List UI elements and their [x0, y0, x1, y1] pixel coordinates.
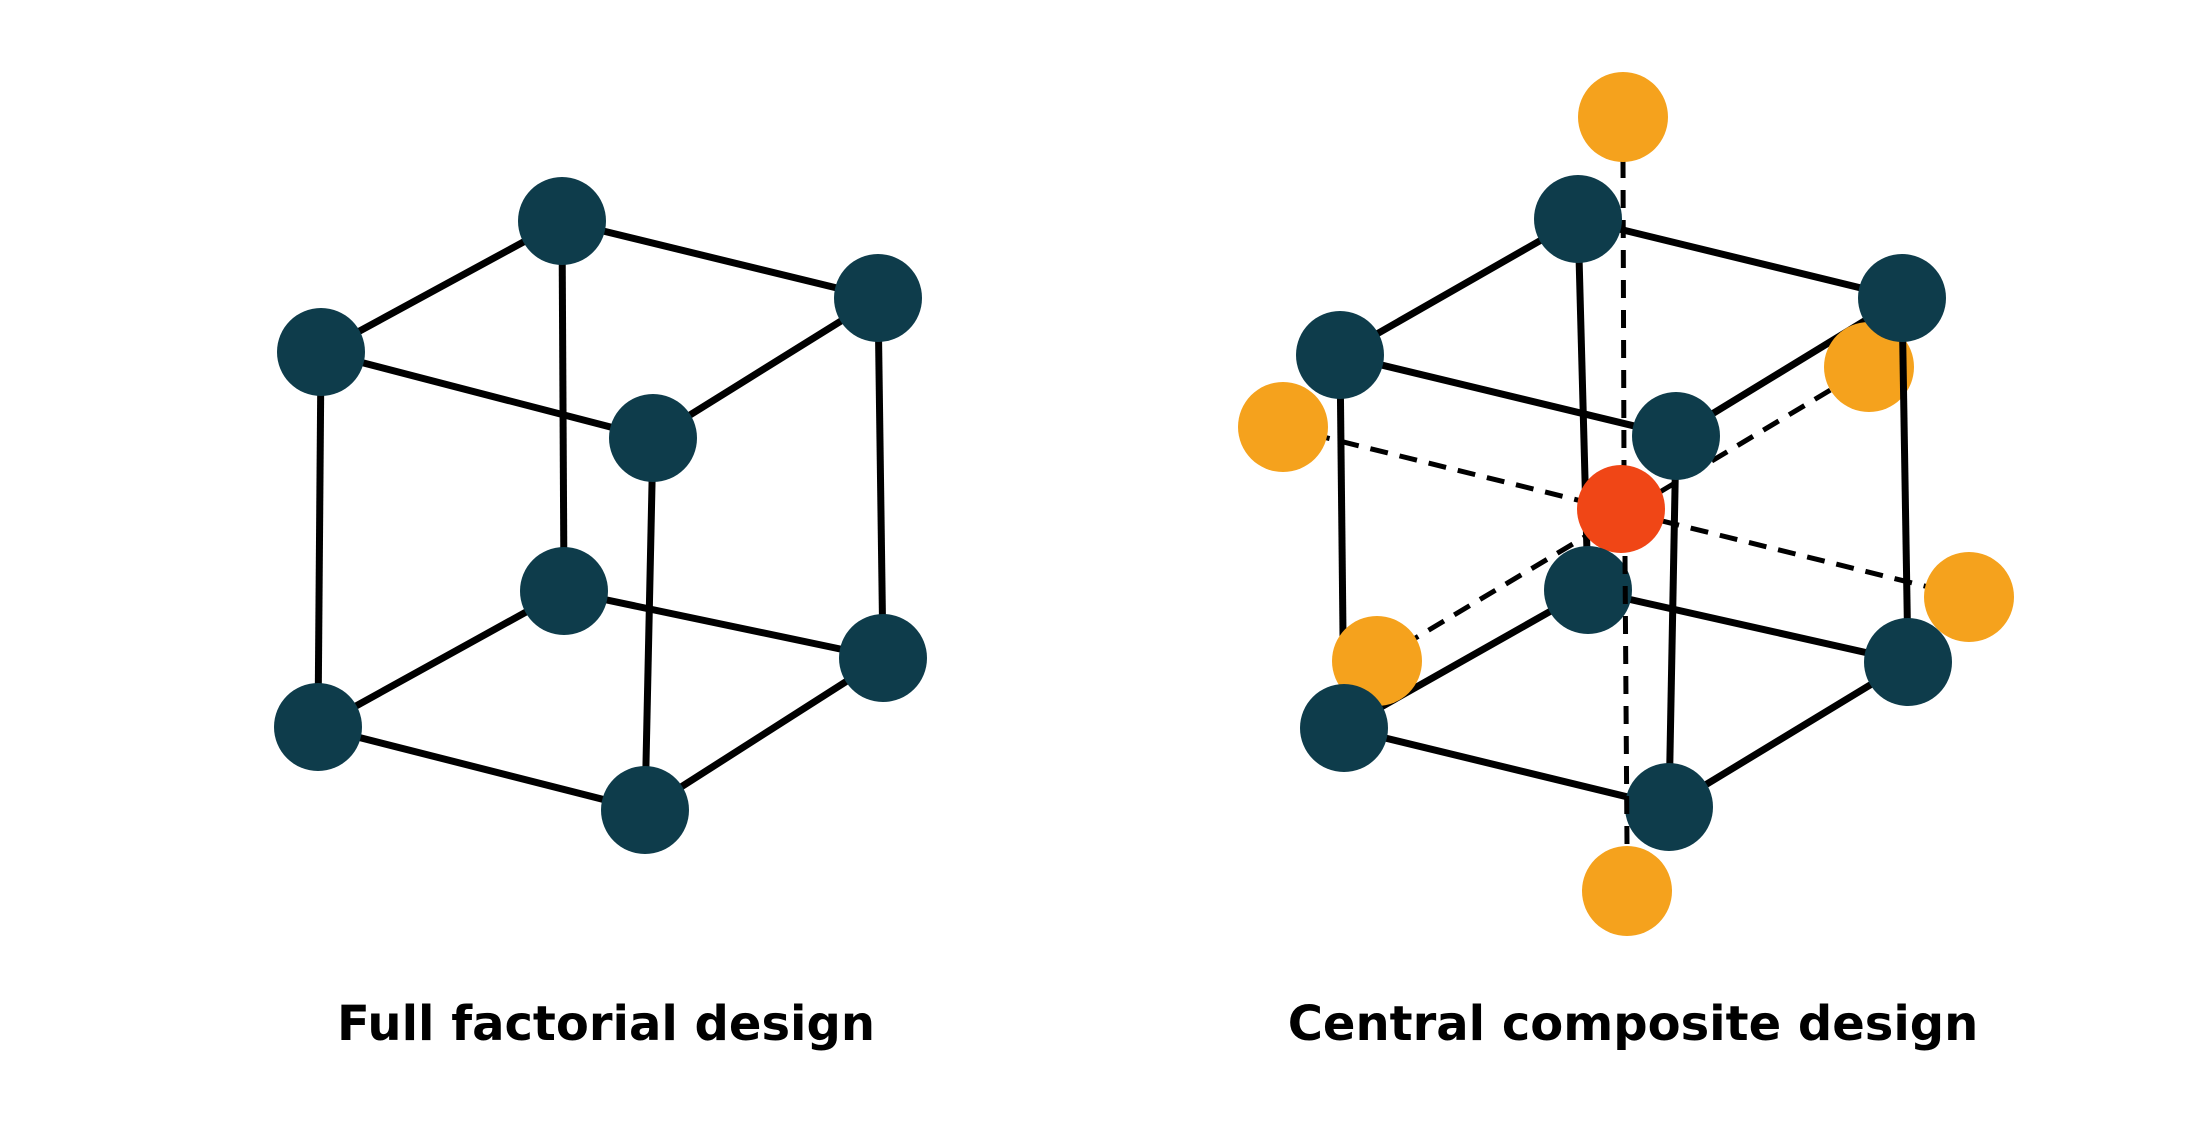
composite-corner-point-G: [1300, 684, 1388, 772]
center-point: [1577, 465, 1665, 553]
cube-edge-F-H: [1667, 659, 1910, 810]
factorial-corner-point-E: [520, 547, 608, 635]
factorial-corner-point-F: [839, 614, 927, 702]
cube-edge-B-F: [1898, 297, 1912, 663]
factorial-corner-point-H: [601, 766, 689, 854]
cube-edge-D-H: [641, 437, 657, 811]
axial-point-back-left: [1332, 616, 1422, 706]
cube-edge-C-A: [1338, 215, 1580, 359]
composite-corner-point-F: [1864, 618, 1952, 706]
factorial-corner-point-B: [834, 254, 922, 342]
cube-edge-E-F: [1587, 586, 1909, 666]
full-factorial-label: Full factorial design: [337, 996, 875, 1052]
cube-edge-F-H: [643, 655, 885, 813]
cube-edge-A-B: [561, 217, 879, 302]
axial-point-front-right: [1824, 322, 1914, 412]
factorial-corner-point-A: [518, 177, 606, 265]
axial-axis-dashed-front-0: [1622, 555, 1630, 846]
axial-point-bottom: [1582, 846, 1672, 936]
cube-edge-D-C: [320, 348, 654, 442]
central-composite-label: Central composite design: [1287, 996, 1979, 1052]
cube-edge-B-F: [874, 297, 887, 659]
factorial-corner-point-G: [274, 683, 362, 771]
factorial-corner-point-C: [277, 308, 365, 396]
composite-corner-point-E: [1544, 546, 1632, 634]
composite-corner-point-C: [1296, 311, 1384, 399]
cube-edge-B-D: [1674, 295, 1904, 439]
composite-corner-point-H: [1625, 763, 1713, 851]
cube-edge-E-F: [563, 587, 884, 662]
cube-edge-B-D: [651, 295, 880, 441]
cube-edge-G-E: [316, 587, 566, 731]
composite-corner-point-A: [1534, 175, 1622, 263]
cube-edge-H-G: [317, 723, 646, 814]
cube-edge-A-B: [1577, 215, 1903, 302]
cube-edge-D-H: [1665, 435, 1680, 808]
composite-corner-point-B: [1858, 254, 1946, 342]
cube-edge-D-C: [1339, 351, 1677, 440]
factorial-corner-point-D: [609, 394, 697, 482]
cube-edge-C-G: [314, 351, 325, 728]
cube-edge-A-E: [558, 220, 568, 592]
cube-edge-C-A: [319, 217, 564, 356]
axial-point-left: [1238, 382, 1328, 472]
cube-edge-H-G: [1343, 724, 1670, 811]
composite-corner-point-D: [1632, 392, 1720, 480]
axial-axis-dashed-2: [1620, 159, 1627, 471]
axial-point-right: [1924, 552, 2014, 642]
axial-point-top: [1578, 72, 1668, 162]
